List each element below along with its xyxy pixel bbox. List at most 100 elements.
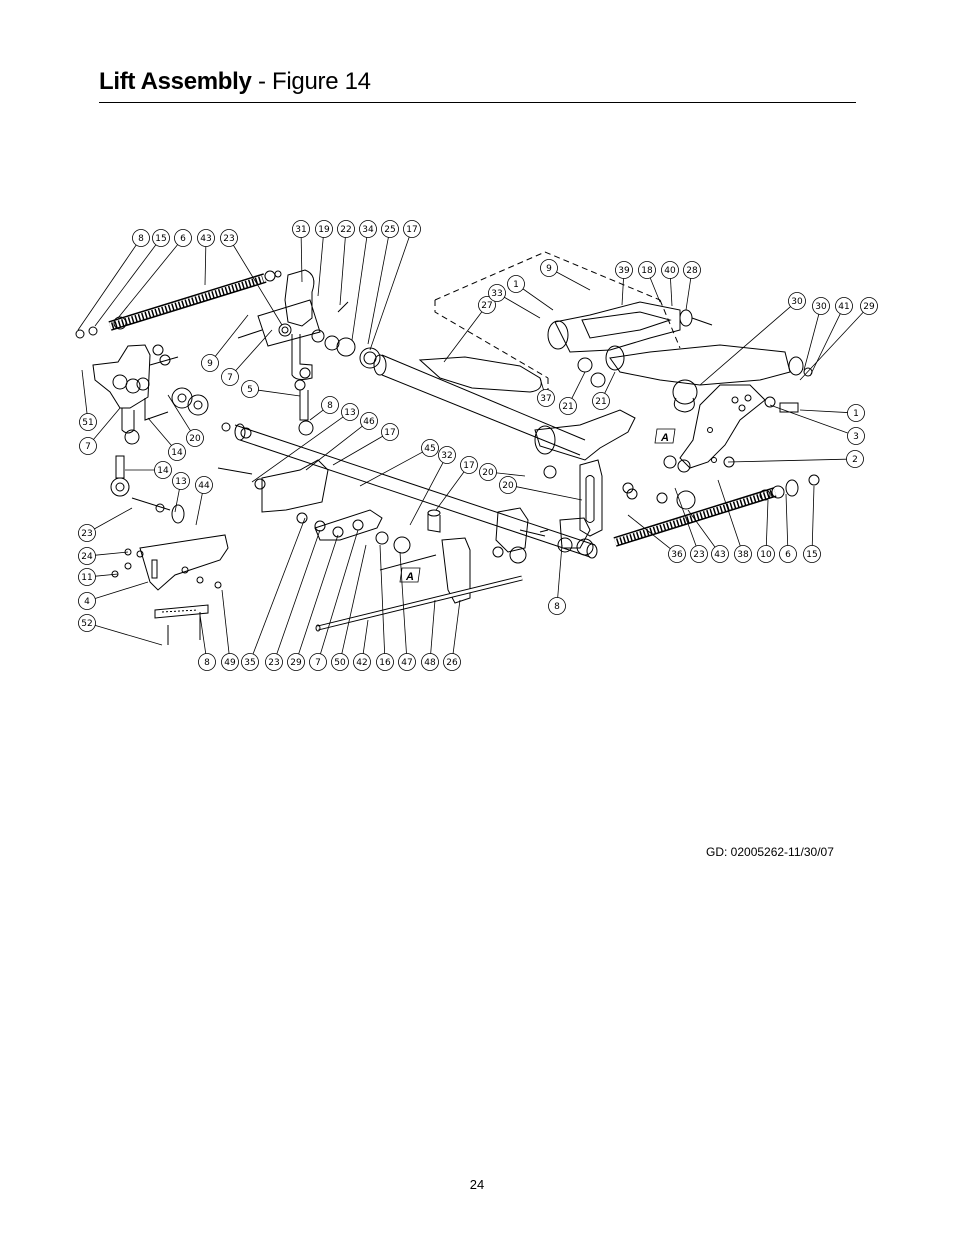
callout-leader	[94, 244, 157, 327]
callout-number: 29	[290, 658, 302, 668]
callout-circle	[197, 229, 215, 247]
callout-leader	[81, 369, 88, 414]
callout-number: 16	[379, 658, 391, 668]
callout-5: 5	[241, 380, 301, 398]
callout-circle	[174, 229, 192, 247]
callout-number: 17	[463, 461, 474, 471]
callout-34: 34	[351, 220, 377, 341]
parts-drawing	[75, 251, 820, 645]
callout-leader	[214, 314, 249, 357]
callout-circle	[478, 296, 496, 314]
left-bracket	[92, 344, 151, 409]
callout-18: 18	[638, 261, 661, 303]
callout-circle	[78, 592, 96, 610]
callout-circle	[79, 413, 97, 431]
callout-leader	[94, 507, 133, 530]
callout-circle	[507, 275, 525, 293]
callout-circle	[403, 220, 421, 238]
callout-leader	[687, 509, 716, 548]
callout-number: 8	[138, 234, 144, 244]
callout-number: 8	[554, 602, 560, 612]
callout-leader	[233, 245, 283, 326]
callout-number: 2	[852, 455, 858, 465]
spring-lower-right	[613, 474, 820, 547]
callout-leader	[399, 551, 407, 654]
title-rest: - Figure 14	[251, 68, 371, 95]
callout-51: 51	[79, 369, 97, 431]
callout-number: 30	[791, 297, 803, 307]
callout-leader	[93, 407, 121, 440]
callout-leader	[799, 409, 848, 413]
callout-circle	[337, 220, 355, 238]
title-rule	[99, 102, 856, 103]
callout-number: 23	[81, 529, 92, 539]
callout-leader	[298, 534, 339, 655]
callout-leader	[727, 458, 847, 463]
callout-2: 2	[727, 450, 864, 468]
callout-circle	[152, 229, 170, 247]
callout-circle	[443, 653, 461, 671]
callout-circle	[803, 545, 821, 563]
view-marker-label: A	[405, 571, 414, 583]
callout-circle	[615, 261, 633, 279]
callout-number: 50	[334, 658, 346, 668]
page-number: 24	[469, 1177, 485, 1192]
right-side-plate	[679, 384, 766, 469]
callout-circle	[757, 545, 775, 563]
callout-37: 37	[537, 377, 555, 407]
callout-44: 44	[195, 476, 213, 526]
callout-leader	[799, 311, 864, 381]
callout-circle	[201, 354, 219, 372]
link-plate	[314, 509, 383, 541]
callout-48: 48	[421, 599, 439, 671]
callout-20: 20	[499, 476, 583, 501]
callout-leader	[369, 236, 410, 351]
callout-1: 1	[507, 275, 554, 311]
callout-leader	[670, 278, 673, 307]
callout-circle	[186, 429, 204, 447]
callout-circle	[421, 653, 439, 671]
callout-circle	[78, 524, 96, 542]
callout-number: 6	[785, 550, 791, 560]
callout-circle	[79, 437, 97, 455]
callout-leader	[522, 288, 554, 311]
callout-number: 8	[204, 658, 210, 668]
callout-circle	[711, 545, 729, 563]
callout-22: 22	[337, 220, 355, 306]
document-code: GD: 02005262-11/30/07	[706, 845, 834, 859]
callout-leader	[362, 619, 369, 654]
callout-number: 4	[84, 597, 90, 607]
callout-47: 47	[398, 551, 416, 671]
callout-leader	[258, 389, 301, 397]
callout-30: 30	[803, 297, 830, 371]
callout-17: 17	[435, 456, 478, 511]
callout-circle	[668, 545, 686, 563]
view-marker-label: A	[660, 432, 669, 444]
callout-39: 39	[615, 261, 633, 306]
callout-14: 14	[147, 417, 186, 461]
callout-number: 29	[863, 302, 875, 312]
callout-leader	[147, 417, 172, 446]
callout-number: 41	[838, 302, 849, 312]
callout-number: 11	[81, 573, 92, 583]
callout-leader	[649, 277, 661, 303]
swing-arm-upper	[554, 301, 681, 353]
callout-number: 31	[295, 225, 306, 235]
callout-49: 49	[221, 589, 239, 671]
callout-number: 22	[340, 225, 351, 235]
callout-17: 17	[369, 220, 421, 351]
callout-28: 28	[683, 261, 701, 311]
callout-leader	[300, 237, 303, 283]
callout-number: 24	[81, 552, 93, 562]
callout-leader	[351, 237, 368, 341]
callout-23: 23	[220, 229, 283, 326]
callout-circle	[78, 568, 96, 586]
callout-leader	[604, 371, 616, 394]
callout-number: 26	[446, 658, 458, 668]
callout-leader	[769, 404, 849, 434]
callout-leader	[204, 246, 207, 286]
callout-circle	[559, 397, 577, 415]
callout-1: 1	[799, 404, 865, 422]
callout-circle	[846, 450, 864, 468]
callout-leader	[320, 529, 359, 654]
